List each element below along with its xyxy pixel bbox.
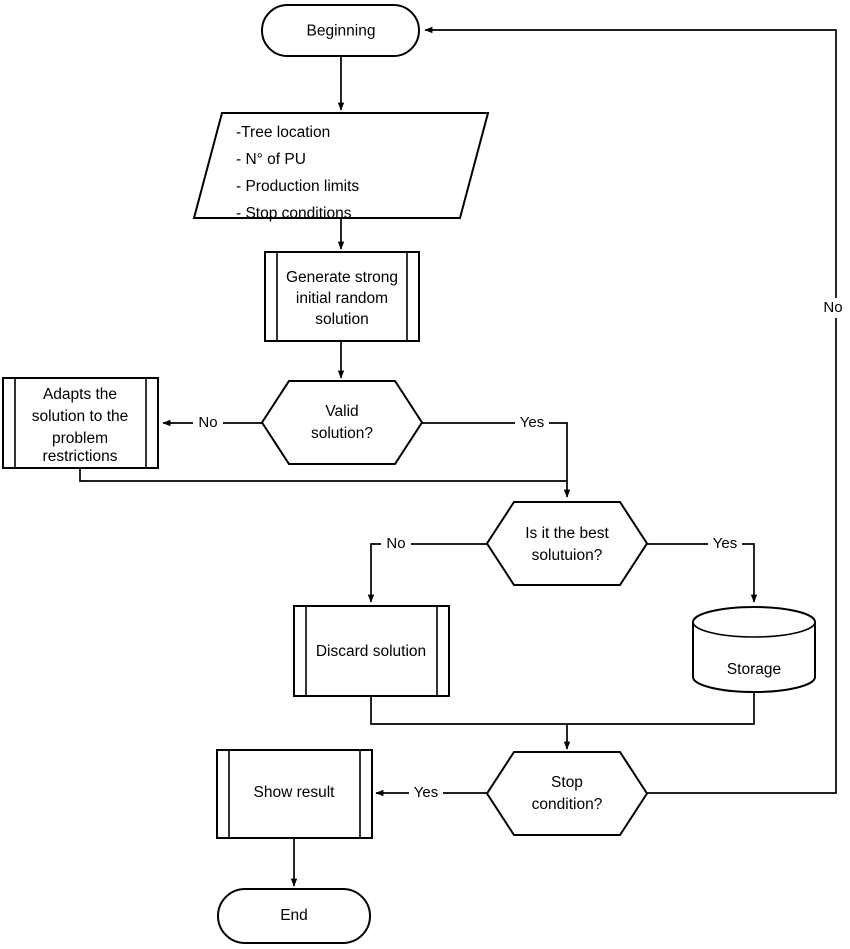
generate-line-1: Generate strong [286, 269, 398, 286]
best-decision-shape [485, 501, 649, 586]
inputs-shape [192, 112, 490, 219]
discard-shape [293, 605, 450, 697]
edge-label-best-no-text: No [386, 535, 405, 552]
edge-label-stop-yes: Yes [409, 783, 443, 803]
adapts-line-1: Adapts the [43, 386, 117, 403]
best-decision-line-2: solutuion? [532, 547, 603, 564]
connector-best-no-to-discard [367, 543, 487, 603]
node-generate-solution[interactable]: Generate strong initial random solution [264, 251, 420, 342]
best-decision-line-1: Is it the best [525, 525, 609, 542]
node-discard-solution[interactable]: Discard solution [293, 605, 450, 697]
end-shape [217, 888, 371, 944]
edge-label-valid-yes-bg [515, 413, 549, 433]
node-stop-condition-decision[interactable]: Stop condition? [485, 751, 649, 836]
edge-label-best-yes: Yes [708, 534, 742, 554]
edge-label-valid-no-text: No [198, 414, 217, 431]
edge-label-stop-no: No [818, 298, 848, 318]
node-adapts-solution[interactable]: Adapts the solution to the problem restr… [2, 377, 159, 469]
connector-adapts-to-best [79, 468, 567, 482]
valid-decision-line-1: Valid [325, 403, 358, 420]
edge-label-valid-yes: Yes [515, 413, 549, 433]
connector-storage-to-stop [567, 692, 755, 725]
edge-label-stop-no-text: No [823, 299, 842, 316]
connector-discard-to-stop [370, 696, 567, 725]
edge-label-valid-no: No [193, 413, 223, 433]
inputs-line-4: - Stop conditions [236, 205, 352, 222]
node-inputs[interactable]: -Tree location - N° of PU - Production l… [192, 112, 490, 222]
show-result-shape [216, 749, 373, 839]
edge-label-valid-yes-text: Yes [520, 414, 544, 431]
inputs-line-1: -Tree location [236, 124, 330, 141]
show-result-line-1: Show result [254, 784, 336, 801]
node-end[interactable]: End [217, 888, 371, 944]
adapts-shape [2, 377, 159, 469]
storage-rim-arc [692, 621, 816, 638]
valid-decision-line-2: solution? [311, 425, 373, 442]
edge-label-valid-no-bg [193, 413, 223, 433]
stop-decision-shape [485, 751, 649, 836]
stop-decision-line-2: condition? [532, 796, 603, 813]
storage-line-1: Storage [727, 661, 781, 678]
storage-shape [692, 606, 816, 693]
connector-valid-yes-to-best [422, 422, 571, 498]
node-valid-solution-decision[interactable]: Valid solution? [260, 380, 424, 465]
discard-line-1: Discard solution [316, 643, 426, 660]
node-beginning[interactable]: Beginning [261, 4, 420, 57]
connector-best-yes-to-storage [647, 543, 758, 603]
edge-label-stop-yes-text: Yes [414, 784, 438, 801]
edge-label-stop-no-bg [818, 298, 848, 318]
generate-shape [264, 251, 420, 342]
generate-line-3: solution [315, 311, 368, 328]
adapts-line-4: restrictions [43, 448, 118, 465]
inputs-line-3: - Production limits [236, 178, 359, 195]
connector-stop-no-to-beginning [424, 26, 837, 794]
generate-line-2: initial random [296, 290, 388, 307]
inputs-line-2: - N° of PU [236, 151, 306, 168]
edge-label-best-no-bg [381, 534, 411, 554]
edge-label-best-yes-text: Yes [713, 535, 737, 552]
edge-label-best-no: No [381, 534, 411, 554]
valid-decision-shape [260, 380, 424, 465]
stop-decision-line-1: Stop [551, 774, 583, 791]
beginning-label: Beginning [307, 23, 376, 40]
adapts-line-3: problem [52, 430, 108, 447]
beginning-shape [261, 4, 420, 57]
edge-label-stop-yes-bg [409, 783, 443, 803]
node-show-result[interactable]: Show result [216, 749, 373, 839]
edge-label-best-yes-bg [708, 534, 742, 554]
end-label: End [280, 907, 308, 924]
adapts-line-2: solution to the [32, 408, 129, 425]
node-best-solution-decision[interactable]: Is it the best solutuion? [485, 501, 649, 586]
node-storage[interactable]: Storage [692, 606, 816, 693]
